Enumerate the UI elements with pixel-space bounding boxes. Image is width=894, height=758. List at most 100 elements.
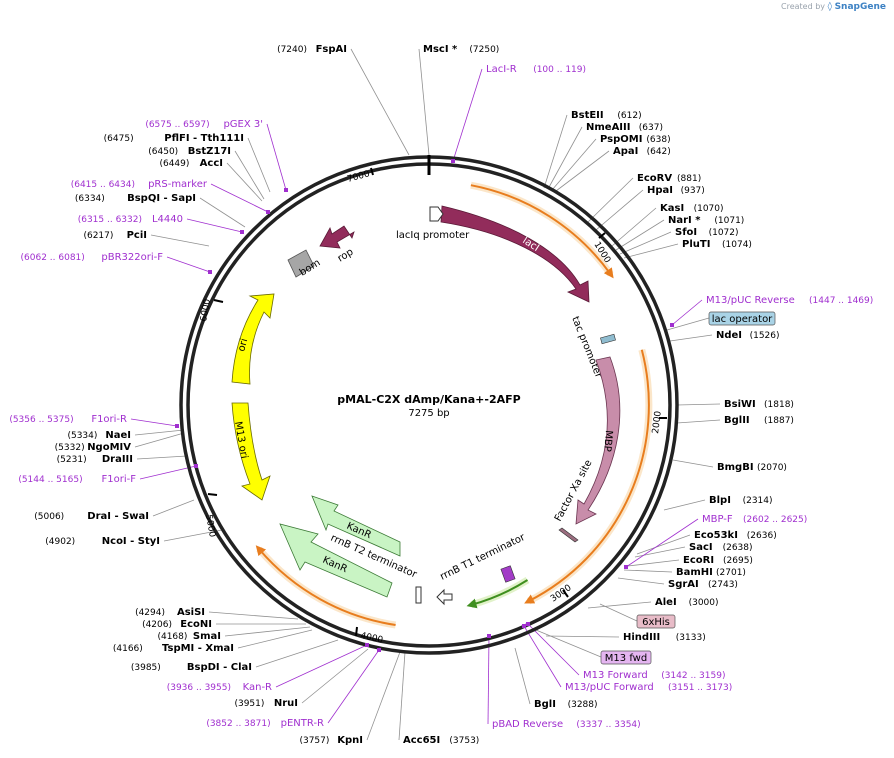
site-kpni[interactable]: KpnI(3757)	[299, 735, 363, 746]
site-draiii[interactable]: DraIII(5231)	[57, 454, 133, 465]
primer-mark	[487, 634, 491, 638]
primer-m13-puc-reverse[interactable]: M13/pUC Reverse(1447 .. 1469)	[706, 295, 873, 306]
site-name: ApaI	[613, 146, 638, 157]
site-position: (3000)	[689, 598, 719, 608]
site-drai-swai[interactable]: DraI - SwaI(5006)	[34, 511, 149, 522]
site-hindiii[interactable]: HindIII(3133)	[623, 632, 706, 643]
site-saci[interactable]: SacI(2638)	[689, 542, 753, 553]
site-bmgbi[interactable]: BmgBI(2070)	[717, 462, 787, 473]
site-hpai[interactable]: HpaI(937)	[647, 185, 705, 196]
site-name: BspQI - SapI	[127, 193, 196, 204]
feature-box-6xhis[interactable]: 6xHis	[636, 614, 676, 629]
lacIq-promoter-arrow	[429, 206, 444, 222]
feature-box	[636, 614, 676, 629]
site-nmeaiii[interactable]: NmeAIII(637)	[586, 122, 663, 133]
primer-leader	[275, 644, 368, 688]
site-sgrai[interactable]: SgrAI(2743)	[668, 579, 738, 590]
site-bgli[interactable]: BglI(3288)	[534, 699, 598, 710]
site-blpi[interactable]: BlpI(2314)	[709, 495, 773, 506]
primer-m13-puc-forward[interactable]: M13/pUC Forward(3151 .. 3173)	[565, 682, 732, 693]
primer-pbad-reverse[interactable]: pBAD Reverse(3337 .. 3354)	[492, 719, 641, 730]
site-bstz17i[interactable]: BstZ17I(6450)	[148, 146, 231, 157]
site-pflfi-tth111i[interactable]: PflFI - Tth111I(6475)	[104, 133, 244, 144]
primer-kan-r[interactable]: Kan-R(3936 .. 3955)	[167, 682, 272, 693]
site-fspai[interactable]: FspAI(7240)	[277, 44, 347, 55]
site-acc65i[interactable]: Acc65I(3753)	[403, 735, 479, 746]
primer-l4440[interactable]: L4440(6315 .. 6332)	[78, 214, 183, 225]
leader-line	[627, 559, 680, 567]
site-name: FspAI	[316, 44, 347, 55]
primer-name: pGEX 3'	[223, 119, 263, 130]
factor-xa-mark	[558, 527, 579, 543]
leader-line	[514, 647, 531, 705]
site-position: (4902)	[45, 537, 75, 547]
site-pluti[interactable]: PluTI(1074)	[682, 239, 752, 250]
leader-line	[208, 611, 299, 620]
site-name: NarI *	[668, 215, 701, 226]
leader-line	[301, 648, 369, 704]
site-position: (2695)	[723, 556, 753, 566]
bom-mark	[287, 249, 315, 278]
feature-box-m13-fwd[interactable]: M13 fwd	[600, 650, 652, 665]
site-name: EcoNI	[180, 619, 212, 630]
site-bspqi-sapi[interactable]: BspQI - SapI(6334)	[75, 193, 196, 204]
site-bspdi-clai[interactable]: BspDI - ClaI(3985)	[131, 662, 252, 673]
site-econi[interactable]: EcoNI(4206)	[142, 619, 212, 630]
tick-label: 5000	[203, 514, 217, 539]
primer-marks	[175, 159, 674, 652]
primer-pbr322ori-f[interactable]: pBR322ori-F(6062 .. 6081)	[21, 252, 164, 263]
primer-m13-forward[interactable]: M13 Forward(3142 .. 3159)	[583, 670, 725, 681]
site-position: (1070)	[694, 204, 724, 214]
site-name: SfoI	[675, 227, 697, 238]
site-pspomi[interactable]: PspOMI(638)	[600, 134, 671, 145]
site-pcii[interactable]: PciI(6217)	[83, 230, 147, 241]
site-msci[interactable]: MscI *(7250)	[423, 44, 499, 55]
primer-mbp-f[interactable]: MBP-F(2602 .. 2625)	[702, 514, 807, 525]
site-ecori[interactable]: EcoRI(2695)	[683, 555, 753, 566]
site-bsiwi[interactable]: BsiWI(1818)	[724, 399, 794, 410]
plasmid-name: pMAL-C2X dAmp/Kana+-2AFP	[337, 393, 520, 406]
site-ndei[interactable]: NdeI(1526)	[716, 330, 780, 341]
primer-name: M13 Forward	[583, 670, 648, 681]
site-name: DraI - SwaI	[87, 511, 149, 522]
site-asisi[interactable]: AsiSI(4294)	[135, 607, 205, 618]
leader-line	[234, 150, 265, 200]
site-name: NgoMIV	[87, 442, 131, 453]
site-position: (638)	[646, 135, 670, 145]
site-eco53ki[interactable]: Eco53kI(2636)	[694, 530, 777, 541]
primer-name: pBAD Reverse	[492, 719, 563, 730]
site-nari[interactable]: NarI *(1071)	[668, 215, 744, 226]
site-nrui[interactable]: NruI(3951)	[234, 698, 298, 709]
site-position: (4166)	[113, 644, 143, 654]
site-bglii[interactable]: BglII(1887)	[724, 415, 794, 426]
primer-f1ori-r[interactable]: F1ori-R(5356 .. 5375)	[9, 414, 127, 425]
leader-line	[587, 601, 652, 609]
primer-pentr-r[interactable]: pENTR-R(3852 .. 3871)	[206, 718, 324, 729]
primer-pgex-3[interactable]: pGEX 3'(6575 .. 6597)	[145, 119, 263, 130]
site-ncoi-styi[interactable]: NcoI - StyI(4902)	[45, 536, 160, 547]
site-naei[interactable]: NaeI(5334)	[67, 430, 131, 441]
primer-prs-marker[interactable]: pRS-marker(6415 .. 6434)	[71, 179, 208, 190]
primer-f1ori-f[interactable]: F1ori-F(5144 .. 5165)	[18, 474, 136, 485]
site-position: (2314)	[743, 496, 773, 506]
site-smai[interactable]: SmaI(4168)	[157, 631, 221, 642]
site-position: (3288)	[568, 700, 598, 710]
leader-line	[615, 219, 665, 251]
primer-range: (1447 .. 1469)	[809, 296, 873, 306]
site-alei[interactable]: AleI(3000)	[655, 597, 719, 608]
primer-range: (6415 .. 6434)	[71, 180, 135, 190]
site-bsteii[interactable]: BstEII(612)	[571, 110, 642, 121]
site-bamhi[interactable]: BamHI(2701)	[676, 567, 746, 578]
site-acci[interactable]: AccI(6449)	[159, 158, 223, 169]
feature-box-lac-operator[interactable]: lac operator	[708, 311, 776, 326]
site-ngomiv[interactable]: NgoMIV(5332)	[55, 442, 132, 453]
site-kasi[interactable]: KasI(1070)	[660, 203, 724, 214]
primer-laci-r[interactable]: LacI-R(100 .. 119)	[486, 64, 586, 75]
site-name: HindIII	[623, 632, 660, 643]
site-sfoi[interactable]: SfoI(1072)	[675, 227, 739, 238]
site-apai[interactable]: ApaI(642)	[613, 146, 671, 157]
site-position: (937)	[681, 186, 705, 196]
site-ecorv[interactable]: EcoRV(881)	[637, 173, 701, 184]
site-tspmi-xmai[interactable]: TspMI - XmaI(4166)	[113, 643, 234, 654]
